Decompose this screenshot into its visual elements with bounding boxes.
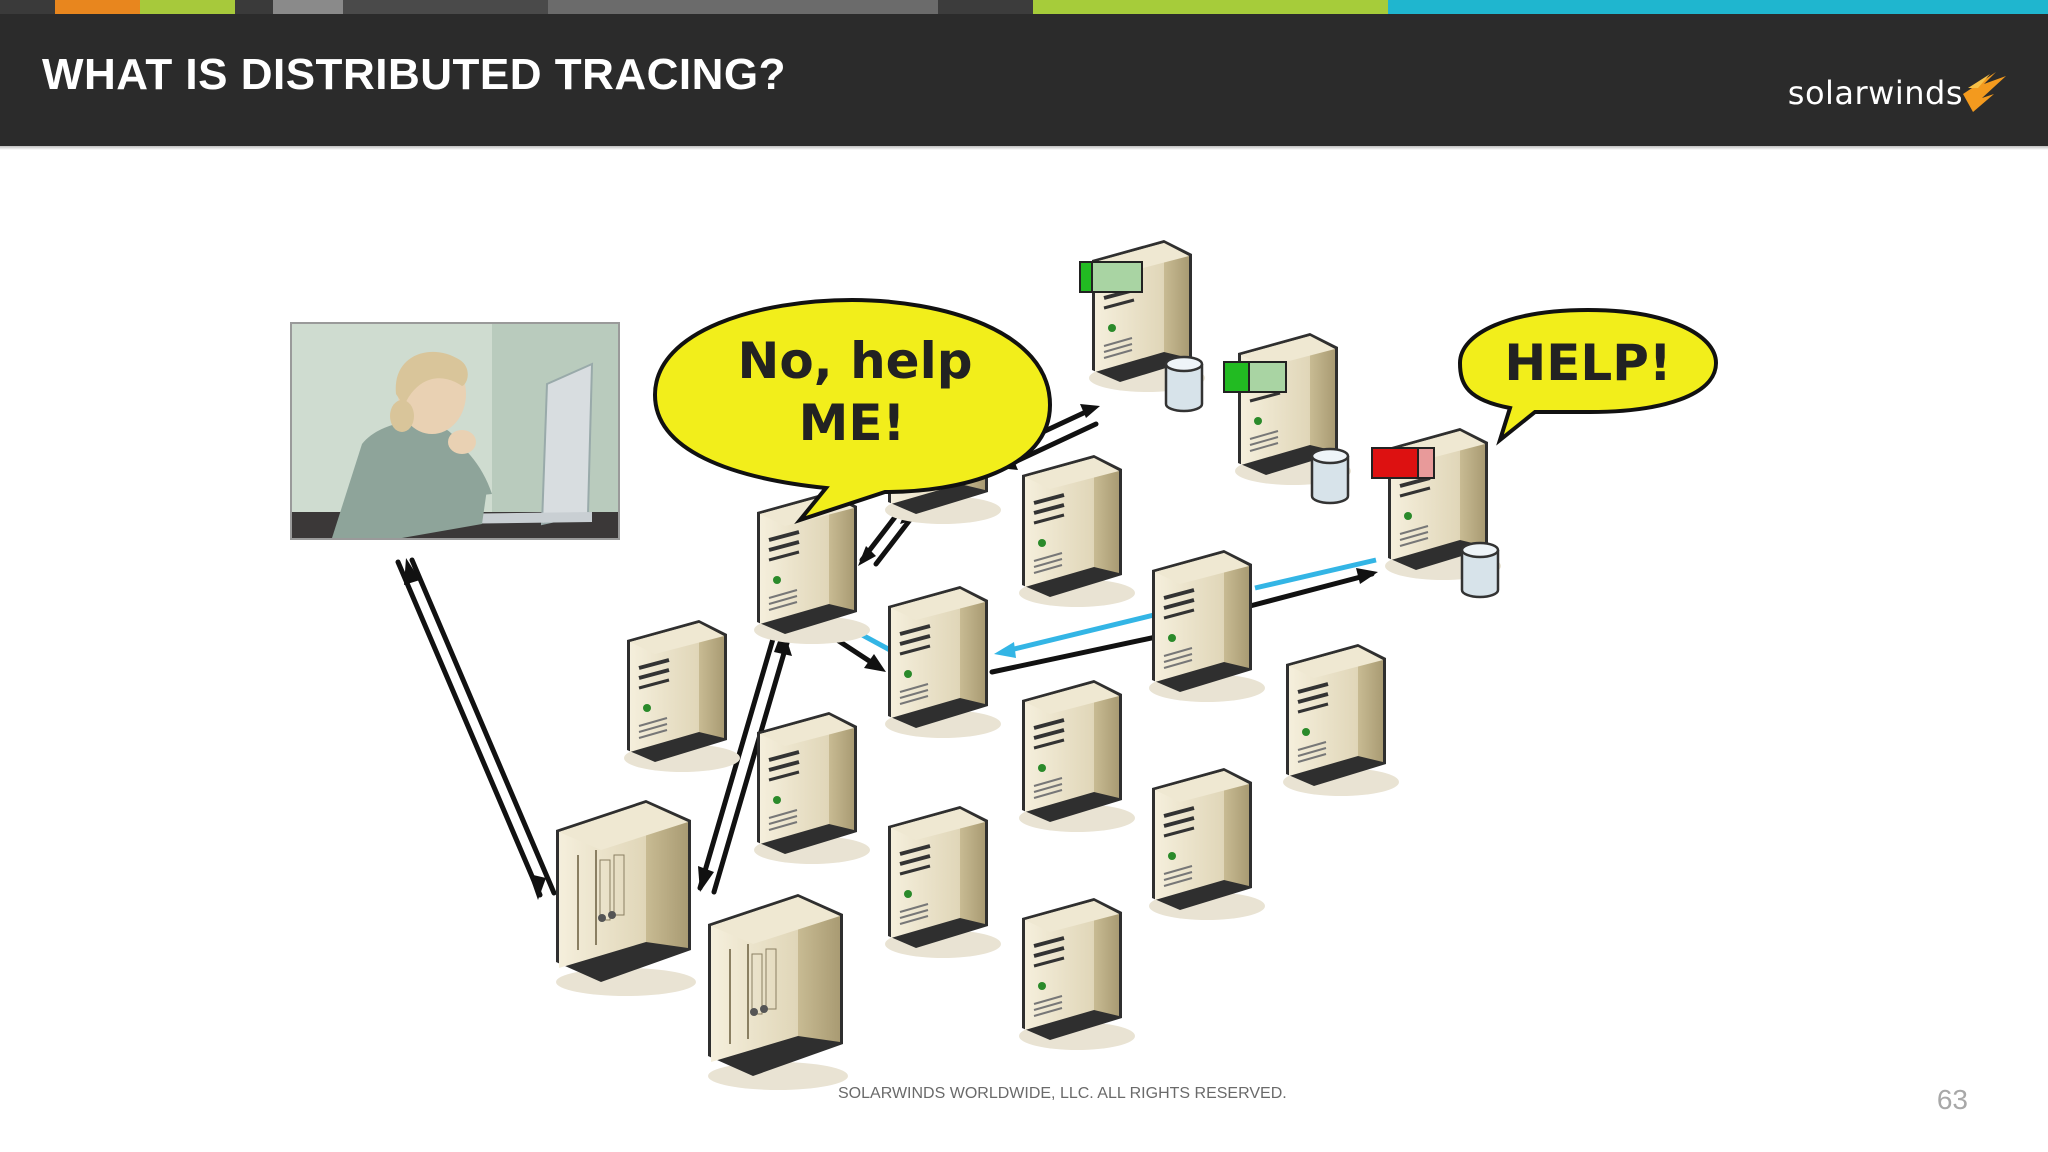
accent-stripe [0,0,2048,14]
copyright-footer: SOLARWINDS WORLDWIDE, LLC. ALL RIGHTS RE… [838,1085,1287,1102]
status-bar-green-2 [1223,361,1287,393]
header-shadow [0,146,2048,150]
request-arrows [395,404,1378,900]
person-at-laptop-icon [292,324,618,538]
speech-bubble-left: No, help ME! [652,297,1053,525]
slide-title: WHAT IS DISTRIBUTED TRACING? [42,50,787,99]
speech-bubble-right: HELP! [1457,307,1719,446]
status-bar-red [1371,447,1435,479]
brand-logo-text: solarwinds [1787,74,1963,112]
bubble-left-line2: ME! [799,394,906,452]
frustrated-user-photo [290,322,620,540]
bubble-left-line1: No, help [737,332,972,390]
status-bar-green-1 [1079,261,1143,293]
slide-header: WHAT IS DISTRIBUTED TRACING? solarwinds [0,14,2048,146]
bubble-right-text: HELP! [1504,334,1671,392]
page-number: 63 [1936,1084,1968,1115]
solarwinds-flame-icon [1963,72,2006,112]
